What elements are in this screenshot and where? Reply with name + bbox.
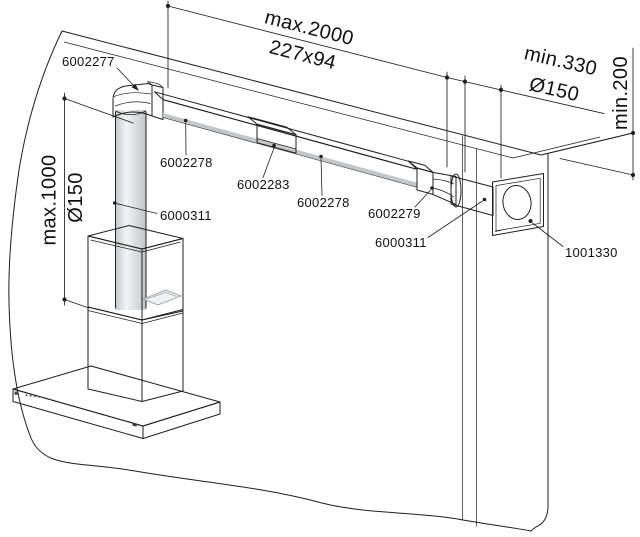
dim-riser-value: max.1000 (38, 154, 60, 245)
dim-wall-inset-diameter: Ø150 (527, 73, 581, 106)
wall-outlet-plate (492, 173, 544, 236)
label-wall-round-duct: 6000311 (375, 197, 487, 250)
duct-connector (247, 116, 297, 154)
room-boundary-curve (8, 30, 532, 532)
label-corner-adapter: 6002277 (62, 54, 139, 91)
label-riser-round-duct: 6000311 (113, 201, 212, 223)
dim-wall-clearance-value: min.200 (610, 56, 632, 130)
flat-duct-run (154, 91, 462, 208)
dim-wall-inset: min.330 Ø150 (446, 42, 605, 179)
wall-top-inner-edge (63, 41, 601, 159)
wall-outline (8, 30, 634, 532)
wall-round-duct (450, 175, 494, 216)
label-duct-connector: 6002283 (237, 143, 290, 192)
dim-wall-clearance: min.200 (542, 47, 636, 181)
canopy-switch (14, 391, 18, 395)
label-wall-outlet-plate: 1001330 (528, 219, 618, 260)
label-wall-outlet-plate-text: 1001330 (565, 245, 618, 260)
label-flat-duct-1-text: 6002278 (160, 155, 213, 170)
label-wall-round-duct-text: 6000311 (375, 235, 427, 250)
label-riser-round-duct-text: 6000311 (160, 208, 212, 223)
flat-duct-front-shadow (163, 113, 417, 187)
canopy-front (12, 388, 144, 439)
dim-riser-diameter: Ø150 (65, 172, 87, 223)
label-duct-connector-text: 6002283 (237, 177, 290, 192)
corner-adapter (112, 81, 164, 120)
cooker-hood (12, 110, 221, 439)
chimney-lower-box (87, 306, 184, 402)
label-flat-duct-2: 6002278 (297, 154, 350, 210)
pillar-right-edge (530, 153, 549, 532)
label-end-adapter-text: 6002279 (368, 206, 421, 221)
label-flat-duct-2-text: 6002278 (297, 195, 350, 210)
hood-bracket (142, 289, 182, 306)
label-corner-adapter-text: 6002277 (62, 54, 115, 69)
hood-bracket-inner (146, 292, 177, 300)
canopy-control-dots (25, 394, 40, 398)
outlet-hole (502, 185, 532, 220)
wall-outlet (450, 173, 544, 236)
label-end-adapter: 6002279 (368, 186, 434, 221)
riser-round-duct (115, 110, 147, 310)
part-labels: 6002277 6002278 6002283 6002278 6000311 … (62, 54, 618, 260)
label-flat-duct-1: 6002278 (160, 118, 213, 170)
dim-duct-run: max.2000 227x94 (165, 0, 450, 168)
canopy-right (142, 401, 221, 439)
canopy-label-mark (132, 423, 138, 427)
dim-riser: max.1000 Ø150 (38, 92, 134, 309)
